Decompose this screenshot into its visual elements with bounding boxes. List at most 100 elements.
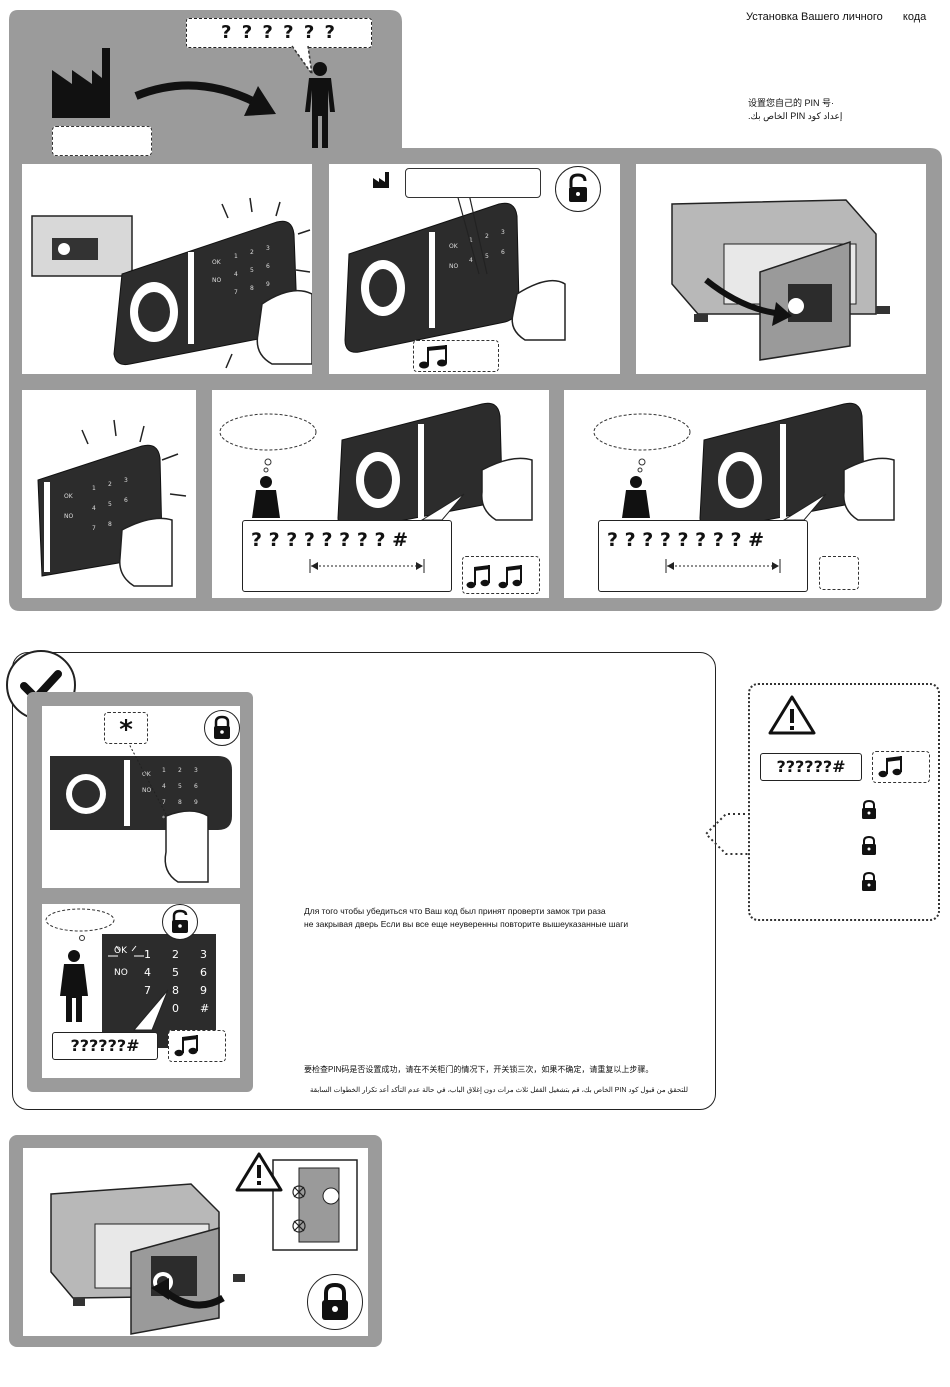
title-russian: Установка Вашего личного кода — [746, 11, 926, 23]
svg-text:NO: NO — [212, 277, 221, 284]
key-1[interactable]: 1 — [144, 948, 151, 961]
svg-text:4: 4 — [162, 783, 166, 790]
code-entry-box-2: ? ? ? ? ? ? ? ? # — [598, 520, 808, 592]
code-display-box — [405, 168, 541, 198]
title-ru-part2: кода — [902, 11, 927, 23]
code-entry-box-1: ? ? ? ? ? ? ? ? # — [242, 520, 452, 592]
title-arabic: إعداد كود PIN الخاص بك. — [748, 111, 843, 121]
speech-bubble-tail — [291, 45, 313, 75]
title-ru-part1: Установка Вашего личного — [746, 11, 883, 23]
svg-text:8: 8 — [178, 799, 182, 806]
svg-text:2: 2 — [250, 249, 254, 256]
warning-beep-box — [872, 751, 930, 783]
svg-text:OK: OK — [142, 771, 152, 778]
warning-pointer — [704, 813, 750, 855]
enter-new-code-illustration-2 — [593, 402, 895, 531]
svg-text:OK: OK — [64, 493, 74, 500]
key-7[interactable]: 7 — [144, 984, 151, 997]
svg-text:9: 9 — [266, 281, 270, 288]
key-9[interactable]: 9 — [200, 984, 207, 997]
svg-text:6: 6 — [266, 263, 270, 270]
key-0[interactable]: 0 — [172, 1002, 179, 1015]
svg-text:5: 5 — [250, 267, 254, 274]
code-entry-text-1: ? ? ? ? ? ? ? ? # — [251, 529, 409, 551]
keypad-ok-illustration — [45, 908, 216, 1048]
svg-text:3: 3 — [501, 229, 505, 236]
factory-small-icon — [373, 172, 389, 188]
keypad-ok-label: OK — [114, 946, 127, 956]
locked-icon — [204, 710, 240, 746]
svg-text:*: * — [162, 815, 165, 822]
step-panel-4: OK NO 1 2 3 4 5 6 7 8 — [22, 390, 196, 598]
key-hash[interactable]: # — [200, 1002, 210, 1015]
svg-text:1: 1 — [92, 485, 96, 492]
svg-text:OK: OK — [212, 259, 222, 266]
svg-text:1: 1 — [162, 767, 166, 774]
warning-box: ??????# — [748, 683, 940, 921]
svg-text:NO: NO — [64, 513, 73, 520]
step-panel-5: ? ? ? ? ? ? ? ? # — [212, 390, 549, 598]
svg-text:2: 2 — [108, 481, 112, 488]
open-safe-illustration — [671, 199, 890, 361]
key-4[interactable]: 4 — [144, 966, 151, 979]
svg-text:6: 6 — [501, 249, 505, 256]
verify-step-2: OK NO 1 2 3 4 5 6 7 8 9 0 # ??????# — [42, 904, 240, 1078]
keypad-no-label: NO — [114, 968, 128, 978]
svg-text:NO: NO — [449, 263, 458, 270]
svg-text:5: 5 — [108, 501, 112, 508]
warning-code-entry: ??????# — [760, 753, 862, 781]
close-safe-illustration — [50, 1152, 358, 1335]
key-5[interactable]: 5 — [172, 966, 179, 979]
svg-text:6: 6 — [194, 783, 198, 790]
verify-text-ar: للتحقق من قبول كود PIN الخاص بك، قم بتشغ… — [310, 1087, 688, 1094]
svg-text:7: 7 — [92, 525, 96, 532]
key-6[interactable]: 6 — [200, 966, 207, 979]
verify-text-ru-1: Для того чтобы убедиться что Ваш код был… — [304, 906, 606, 916]
svg-text:4: 4 — [234, 271, 238, 278]
factory-code-bubble: ? ? ? ? ? ? — [186, 18, 372, 48]
svg-text:2: 2 — [178, 767, 182, 774]
warning-triangle-icon — [768, 695, 816, 735]
svg-text:3: 3 — [124, 477, 128, 484]
title-chinese: 设置您自己的 PIN 号· — [748, 98, 835, 108]
step-panel-6: ? ? ? ? ? ? ? ? # — [564, 390, 926, 598]
keypad-press-illustration: OK NO 1 2 3 4 5 6 7 8 — [37, 419, 187, 587]
code-length-arrow-2 — [665, 559, 781, 573]
unlock-icon — [555, 166, 601, 212]
key-3[interactable]: 3 — [200, 948, 207, 961]
svg-text:8: 8 — [108, 521, 112, 528]
lock-icon-1 — [862, 799, 876, 819]
lock-icon-3 — [862, 871, 876, 891]
svg-text:4: 4 — [469, 257, 473, 264]
star-key-bubble: * — [104, 712, 148, 745]
svg-text:NO: NO — [142, 787, 151, 794]
close-safe-step — [23, 1148, 368, 1336]
key-8[interactable]: 8 — [172, 984, 179, 997]
svg-text:3: 3 — [194, 767, 198, 774]
lock-icon-2 — [862, 835, 876, 855]
svg-text:7: 7 — [162, 799, 166, 806]
triple-beep-sound-box — [462, 556, 540, 594]
factory-code-label-box — [52, 126, 152, 156]
svg-text:OK: OK — [449, 243, 459, 250]
enter-new-code-illustration — [219, 402, 533, 531]
code-entry-text-2: ? ? ? ? ? ? ? ? # — [607, 529, 765, 551]
svg-text:4: 4 — [92, 505, 96, 512]
key-2[interactable]: 2 — [172, 948, 179, 961]
svg-text:5: 5 — [178, 783, 182, 790]
beep-sound-box — [413, 340, 499, 372]
svg-text:5: 5 — [485, 253, 489, 260]
svg-text:6: 6 — [124, 497, 128, 504]
verify-text-zh: 要检查PIN码是否设置成功，请在不关柜门的情况下，开关锁三次，如果不确定，请重复… — [304, 1065, 654, 1074]
svg-text:3: 3 — [266, 245, 270, 252]
person-icon — [305, 62, 335, 148]
svg-text:8: 8 — [250, 285, 254, 292]
step-panel-3 — [636, 164, 926, 374]
empty-sound-box — [819, 556, 859, 590]
